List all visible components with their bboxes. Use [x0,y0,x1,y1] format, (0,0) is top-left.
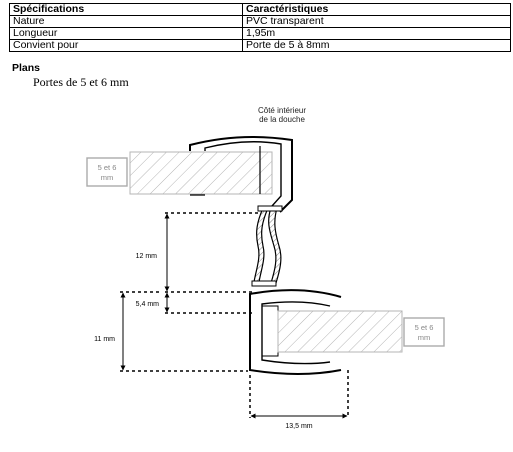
section-title: Plans [12,62,41,74]
dim-label-13-5: 13,5 mm [285,423,312,430]
glass-label-top-2: mm [101,173,114,182]
glass-label-bottom-1: 5 et 6 [415,323,434,332]
seal-base-top [257,205,283,212]
spec-table: Spécifications Caractéristiques Nature P… [9,3,511,52]
cell-convient: Convient pour [9,39,243,52]
glass-panel-top [129,151,273,195]
profile-bottom-outer [249,289,342,375]
cell-convient-value: Porte de 5 à 8mm [242,39,511,52]
inside-label-line1: Côté intérieur [258,106,306,115]
inside-label-line2: de la douche [259,115,305,124]
dim-label-11: 11 mm [94,336,115,343]
glass-label-bottom-2: mm [418,333,431,342]
section-subtitle: Portes de 5 et 6 mm [33,75,129,89]
profile-top-outer [189,135,293,213]
table-row: Nature PVC transparent [9,15,511,28]
dim-label-5-4: 5,4 mm [136,301,160,308]
profile-bottom-inner [261,301,331,365]
table-row: Convient pour Porte de 5 à 8mm [9,39,511,52]
profile-bottom-lip [262,305,279,357]
glass-label-top-1: 5 et 6 [98,163,117,172]
glass-label-box-bottom [403,317,445,347]
profile-top-inner [204,141,282,207]
seal-base-bottom [251,280,277,287]
glass-label-box-top [86,157,128,187]
table-header-row: Spécifications Caractéristiques [9,3,511,16]
profile-top-lip-left [190,146,261,196]
glass-panel-bottom [277,310,403,353]
seal-fin-left [253,207,269,283]
dimension-extension-lines [120,212,349,418]
seal-fin-right [268,207,282,284]
dim-label-12: 12 mm [136,253,158,260]
